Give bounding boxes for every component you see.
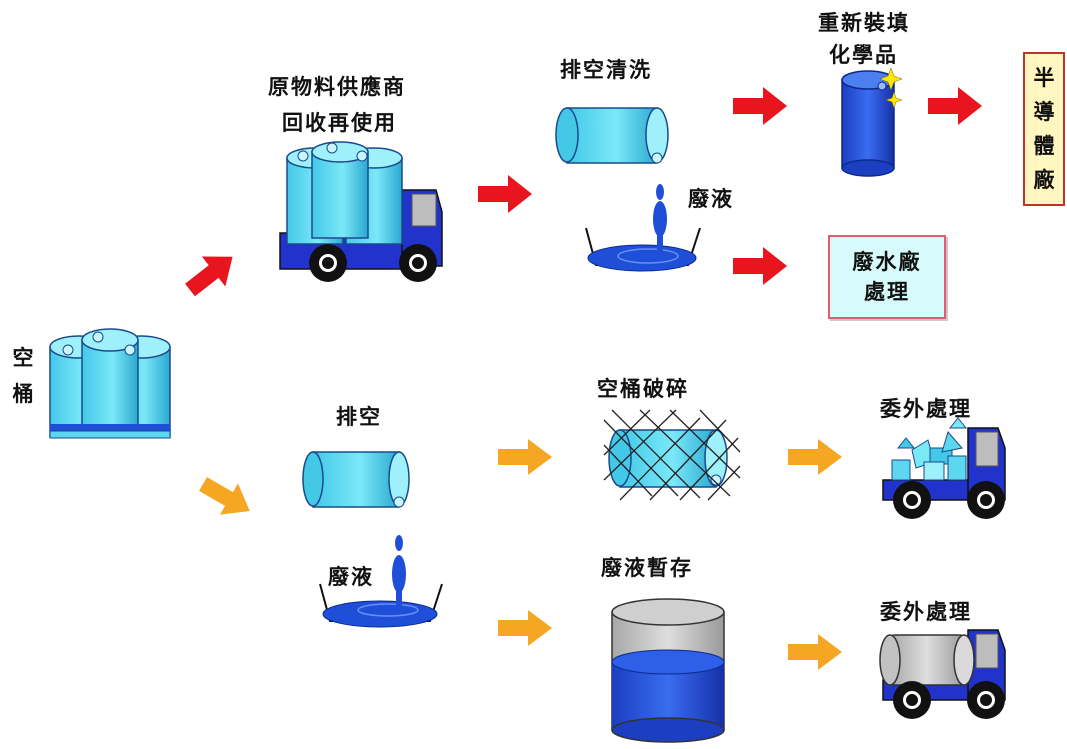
semiconductor-fab-label: 半導體廠 <box>1033 66 1055 192</box>
refilled-drum-icon <box>841 67 903 177</box>
drain-label: 排空 <box>336 405 382 429</box>
supplier-label-line1: 原物料供應商 <box>268 75 406 99</box>
arrow-to-drain-clean <box>478 175 532 213</box>
wastewater-label-line2: 處理 <box>864 280 910 304</box>
tanker-truck-icon <box>879 629 1006 719</box>
outsourced-label-top: 委外處理 <box>880 397 972 421</box>
drum-crush-label: 空桶破碎 <box>597 377 689 401</box>
arrow-to-crush <box>498 439 552 475</box>
wastewater-label-line1: 廢水廠 <box>852 250 922 274</box>
arrow-to-refill <box>733 87 787 125</box>
supplier-label-line2: 回收再使用 <box>282 111 397 135</box>
arrow-to-storage <box>498 610 552 646</box>
waste-liquid-basin-top <box>585 184 701 272</box>
cleaned-drum-icon <box>555 107 669 164</box>
crushed-drum-icon <box>603 409 741 501</box>
waste-storage-label: 廢液暫存 <box>601 556 693 580</box>
arrow-to-wastewater <box>733 247 787 285</box>
drain-clean-label: 排空清洗 <box>560 58 652 82</box>
wastewater-plant-box: 廢水廠 處理 <box>828 235 946 319</box>
empty-drums-label: 空桶 <box>12 346 34 406</box>
refill-label-line1: 重新裝填 <box>818 11 910 35</box>
supplier-truck-icon <box>279 141 443 282</box>
waste-storage-tank-icon <box>611 598 725 743</box>
debris-truck-icon <box>882 417 1006 519</box>
arrow-to-outsource-bottom <box>788 634 842 670</box>
arrow-to-outsource-top <box>788 439 842 475</box>
waste-liquid-basin-bottom <box>319 535 443 628</box>
refill-label-line2: 化學品 <box>829 43 898 67</box>
arrow-to-supplier <box>178 241 245 305</box>
waste-liquid-label-top: 廢液 <box>688 187 734 211</box>
arrow-to-drain <box>194 468 259 527</box>
semiconductor-fab-box: 半導體廠 <box>1023 52 1065 206</box>
arrow-to-fab <box>928 87 982 125</box>
outsourced-label-bottom: 委外處理 <box>880 600 972 624</box>
drained-drum-icon <box>302 451 410 508</box>
waste-liquid-label-bottom: 廢液 <box>328 565 374 589</box>
empty-drums-icon <box>49 328 171 439</box>
